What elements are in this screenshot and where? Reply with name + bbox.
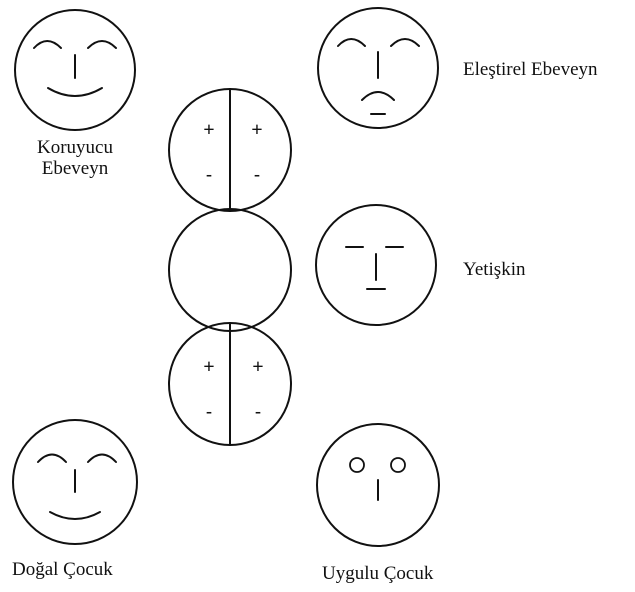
ego-state-circle-top: + + - - xyxy=(168,88,292,212)
plus-sign: + xyxy=(203,119,214,141)
plus-sign: + xyxy=(252,356,263,378)
uygulu-cocuk-label: Uygulu Çocuk xyxy=(322,563,434,584)
koruyucu-ebeveyn-face xyxy=(14,9,136,131)
dogal-cocuk-face xyxy=(12,419,138,545)
minus-sign: - xyxy=(206,164,212,184)
elestirel-ebeveyn-label: Eleştirel Ebeveyn xyxy=(463,59,598,80)
koruyucu-ebeveyn-label: Koruyucu Ebeveyn xyxy=(15,137,135,179)
plus-sign: + xyxy=(251,119,262,141)
koruyucu-label-line1: Koruyucu xyxy=(37,137,113,158)
ego-state-circle-middle xyxy=(168,208,292,332)
elestirel-ebeveyn-face xyxy=(317,7,439,129)
uygulu-cocuk-face xyxy=(316,423,440,547)
yetiskin-label: Yetişkin xyxy=(463,259,526,280)
yetiskin-face xyxy=(315,204,437,326)
ego-state-circle-bottom: + + - - xyxy=(168,322,292,446)
dogal-cocuk-label: Doğal Çocuk xyxy=(12,559,113,580)
plus-sign: + xyxy=(203,356,214,378)
minus-sign: - xyxy=(254,164,260,184)
koruyucu-label-line2: Ebeveyn xyxy=(41,158,109,179)
minus-sign: - xyxy=(206,401,212,421)
minus-sign: - xyxy=(255,401,261,421)
